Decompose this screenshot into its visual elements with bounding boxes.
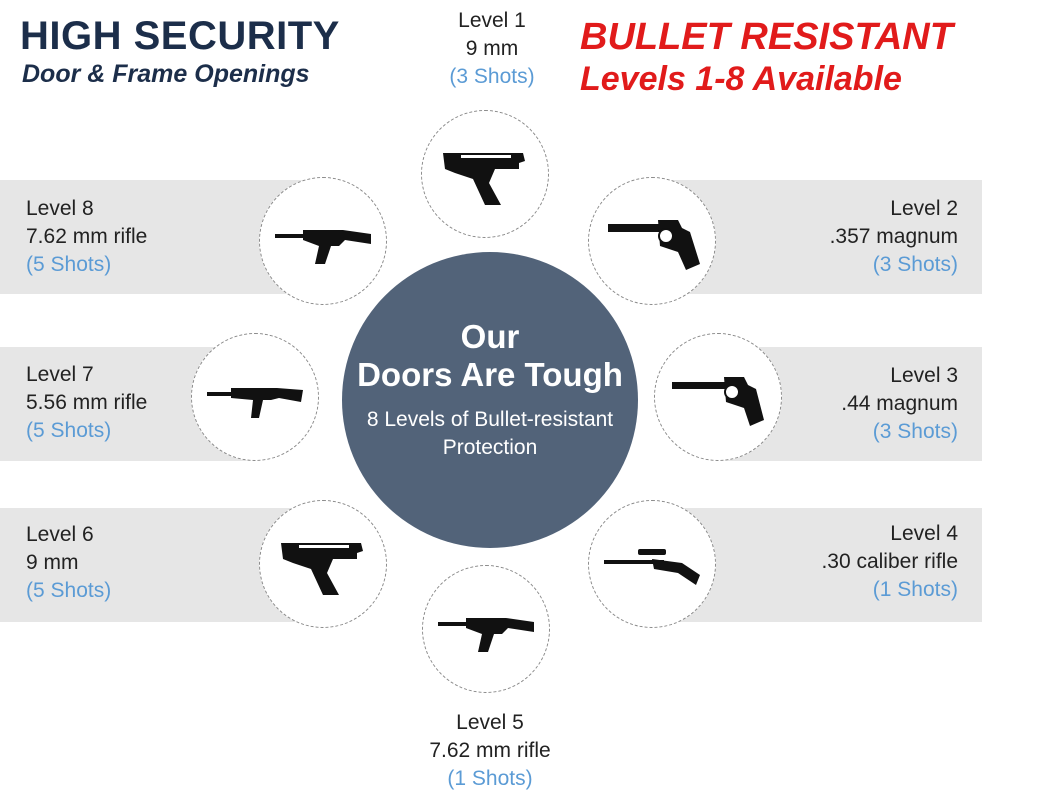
assault-rifle-icon xyxy=(438,618,534,652)
level-4-label: Level 4.30 caliber rifle(1 Shots) xyxy=(821,522,958,601)
hub-subtitle: 8 Levels of Bullet-resistant Protection xyxy=(366,408,614,459)
pistol-icon xyxy=(443,153,525,205)
hub-title-line1: Our xyxy=(460,318,520,355)
level-5-circle xyxy=(422,565,550,693)
level-6-circle xyxy=(259,500,387,628)
level-2-circle xyxy=(588,177,716,305)
level-7-circle xyxy=(191,333,319,461)
promo-subtitle: Levels 1-8 Available xyxy=(580,60,902,98)
scoped-rifle-icon xyxy=(604,549,700,585)
carbine-icon xyxy=(207,388,303,418)
level-3-circle xyxy=(654,333,782,461)
level-8-circle xyxy=(259,177,387,305)
revolver-icon xyxy=(608,220,700,270)
hub-title-line2: Doors Are Tough xyxy=(357,356,623,393)
level-1-circle xyxy=(421,110,549,238)
level-4-circle xyxy=(588,500,716,628)
assault-rifle-icon xyxy=(275,230,371,264)
revolver-icon xyxy=(672,377,764,426)
center-hub: Our Doors Are Tough 8 Levels of Bullet-r… xyxy=(342,252,638,548)
brand-title: HIGH SECURITY xyxy=(20,14,340,58)
pistol-icon xyxy=(281,543,363,595)
brand-subtitle: Door & Frame Openings xyxy=(22,60,310,88)
level-3-label: Level 3.44 magnum(3 Shots) xyxy=(841,364,958,443)
promo-title: BULLET RESISTANT xyxy=(580,16,953,58)
level-2-label: Level 2.357 magnum(3 Shots) xyxy=(829,197,958,276)
